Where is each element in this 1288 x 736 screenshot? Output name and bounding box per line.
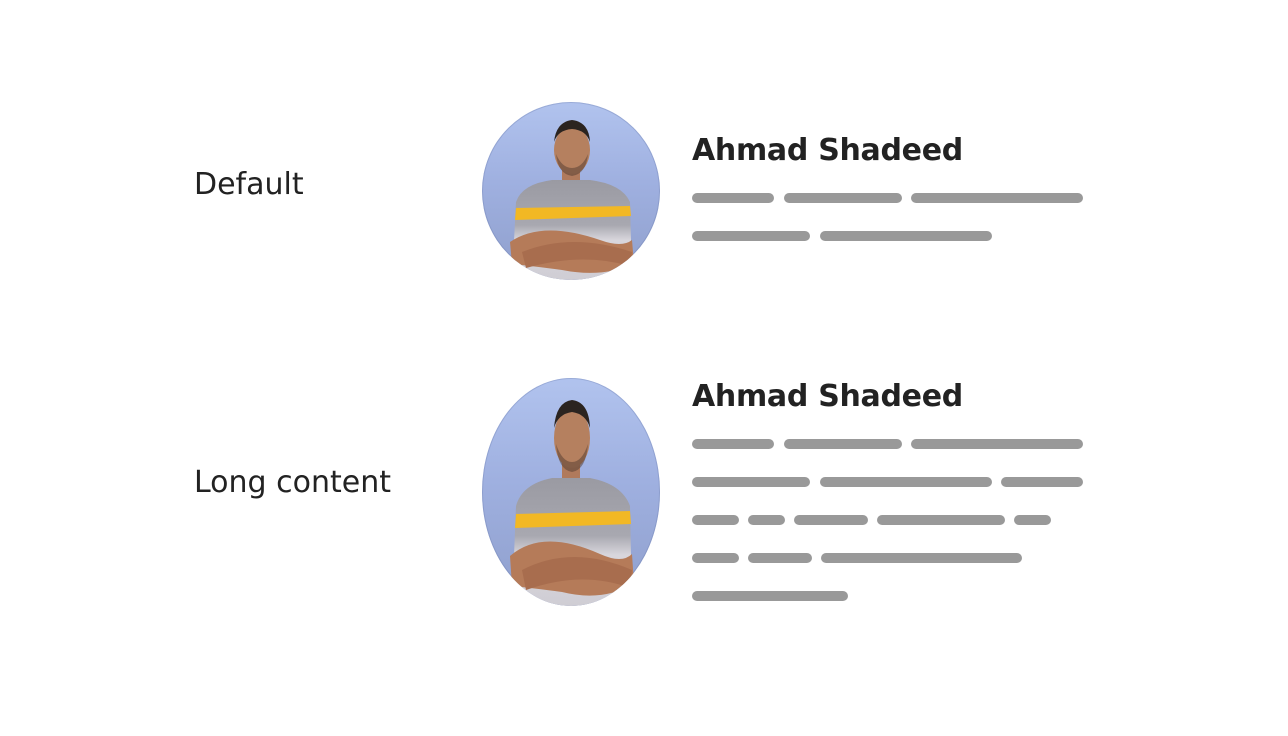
placeholder-bar [784, 439, 902, 449]
placeholder-bar [748, 553, 812, 563]
placeholder-bar [692, 439, 774, 449]
placeholder-bar [820, 477, 992, 487]
avatar [482, 102, 660, 280]
placeholder-bar [692, 591, 848, 601]
avatar [482, 378, 660, 606]
placeholder-bar [692, 193, 774, 203]
person-photo-icon [510, 400, 634, 606]
placeholder-bar [784, 193, 902, 203]
row-label-long-content: Long content [194, 465, 391, 500]
placeholder-bar [692, 515, 739, 525]
placeholder-line [0, 553, 1288, 563]
placeholder-bar [1001, 477, 1083, 487]
placeholder-line [0, 515, 1288, 525]
placeholder-bar [748, 515, 785, 525]
placeholder-bar [820, 231, 992, 241]
person-photo-icon [510, 120, 634, 280]
placeholder-bar [692, 553, 739, 563]
person-name: Ahmad Shadeed [692, 379, 963, 414]
person-name: Ahmad Shadeed [692, 133, 963, 168]
placeholder-bar [877, 515, 1005, 525]
placeholder-line [0, 193, 1288, 203]
placeholder-bar [1014, 515, 1051, 525]
placeholder-bar [692, 231, 810, 241]
placeholder-bar [911, 439, 1083, 449]
placeholder-line [0, 231, 1288, 241]
placeholder-line [0, 591, 1288, 601]
placeholder-bar [794, 515, 868, 525]
placeholder-line [0, 439, 1288, 449]
placeholder-line [0, 477, 1288, 487]
placeholder-bar [821, 553, 1022, 563]
row-label-default: Default [194, 167, 304, 202]
placeholder-bar [692, 477, 810, 487]
placeholder-bar [911, 193, 1083, 203]
